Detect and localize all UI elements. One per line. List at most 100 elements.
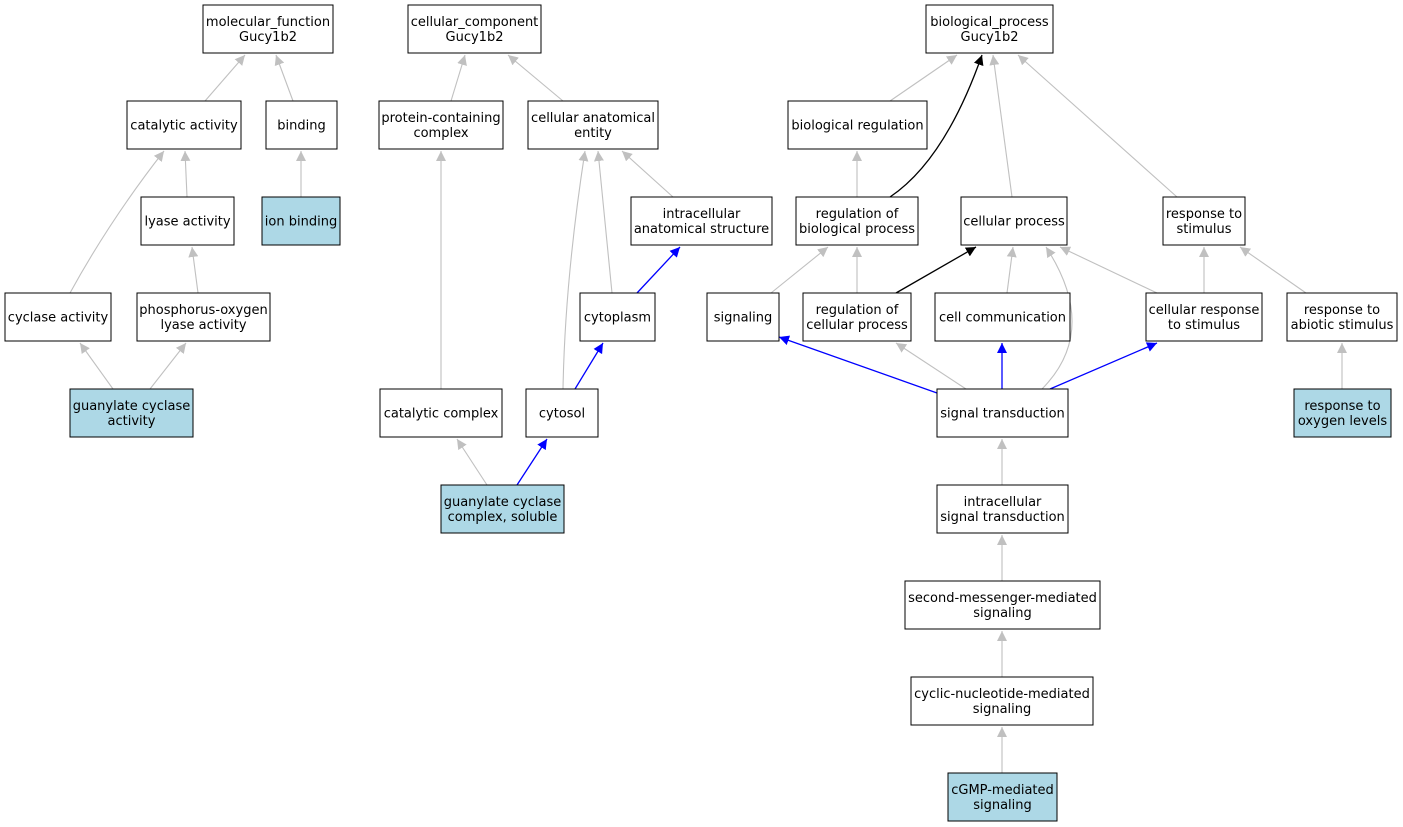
- edge-po-lyase-activity-to-lyase-activity: [188, 246, 199, 294]
- node-box: [407, 4, 542, 54]
- node-label-line: response to: [1304, 399, 1380, 414]
- node-box: [1286, 292, 1398, 342]
- node-label-line: to stimulus: [1168, 318, 1240, 333]
- edge-cytoplasm-to-intracellular-anatomical-structure: [636, 246, 681, 294]
- edge-cyclase-activity-to-catalytic-activity: [69, 150, 165, 294]
- node-cytoplasm[interactable]: cytoplasm: [579, 292, 656, 342]
- node-box: [379, 388, 503, 438]
- node-box: [1293, 388, 1392, 438]
- node-box: [1162, 196, 1246, 246]
- edge-catalytic-activity-to-mf-root: [204, 54, 246, 102]
- edge-cellular-anatomical-entity-to-cc-root: [507, 54, 564, 102]
- edge-cytoplasm-to-cellular-anatomical-entity: [594, 150, 613, 294]
- node-label-line: stimulus: [1176, 222, 1231, 237]
- node-catalytic-complex[interactable]: catalytic complex: [379, 388, 503, 438]
- node-cyclase-activity[interactable]: cyclase activity: [4, 292, 112, 342]
- node-box: [378, 100, 504, 150]
- node-label-line: intracellular: [964, 495, 1042, 510]
- node-label-line: lyase activity: [160, 318, 246, 333]
- node-label-line: protein-containing: [381, 111, 500, 126]
- node-box: [802, 292, 912, 342]
- edge-binding-to-mf-root: [274, 54, 294, 102]
- node-label-line: guanylate cyclase: [73, 399, 191, 414]
- node-box: [936, 484, 1069, 534]
- node-lyase-activity[interactable]: lyase activity: [140, 196, 235, 246]
- node-ion-binding[interactable]: ion binding: [261, 196, 341, 246]
- node-signaling[interactable]: signaling: [706, 292, 780, 342]
- node-box: [261, 196, 341, 246]
- node-label-line: cellular anatomical: [531, 111, 655, 126]
- edge-guanylate-cyclase-activity-to-cyclase-activity: [79, 342, 114, 390]
- node-label-line: Gucy1b2: [446, 30, 504, 45]
- node-catalytic-activity[interactable]: catalytic activity: [126, 100, 242, 150]
- node-biological-regulation[interactable]: biological regulation: [787, 100, 928, 150]
- node-label-line: entity: [574, 126, 612, 141]
- node-label-line: guanylate cyclase: [444, 495, 562, 510]
- node-label-line: cellular response: [1149, 303, 1260, 318]
- node-cell-communication[interactable]: cell communication: [934, 292, 1071, 342]
- node-label-line: signaling: [973, 606, 1032, 621]
- edge-guanylate-cyclase-activity-to-po-lyase-activity: [149, 342, 187, 390]
- node-label-line: phosphorus-oxygen: [139, 303, 267, 318]
- edge-guanylate-cyclase-complex-soluble-to-catalytic-complex: [456, 438, 488, 486]
- node-label-line: intracellular: [663, 207, 741, 222]
- node-box: [527, 100, 659, 150]
- node-box: [630, 196, 773, 246]
- node-label-line: signal transduction: [940, 510, 1065, 525]
- node-box: [706, 292, 780, 342]
- node-label-line: biological process: [799, 222, 915, 237]
- node-box: [265, 100, 338, 150]
- node-box: [925, 4, 1054, 54]
- node-label-line: signaling: [973, 798, 1032, 813]
- edge-cell-communication-to-cellular-process: [1006, 246, 1017, 294]
- node-box: [1145, 292, 1263, 342]
- edge-protein-containing-complex-to-cc-root: [450, 54, 467, 102]
- node-binding[interactable]: binding: [265, 100, 338, 150]
- edge-guanylate-cyclase-complex-soluble-to-cytosol: [516, 438, 548, 486]
- node-signal-transduction[interactable]: signal transduction: [936, 388, 1069, 438]
- node-box: [202, 4, 334, 54]
- node-box: [787, 100, 928, 150]
- node-label-line: cellular process: [806, 318, 908, 333]
- node-label-line: signaling: [714, 311, 773, 326]
- node-label-line: cellular process: [963, 215, 1065, 230]
- node-label-line: regulation of: [816, 207, 899, 222]
- edge-signal-transduction-to-cellular-process: [1041, 246, 1073, 390]
- edge-layer: [69, 54, 1347, 773]
- node-box: [936, 388, 1069, 438]
- node-box: [960, 196, 1068, 246]
- node-label-line: regulation of: [816, 303, 899, 318]
- node-box: [440, 484, 565, 534]
- node-cellular-process[interactable]: cellular process: [960, 196, 1068, 246]
- edge-response-to-abiotic-stimulus-to-response-to-stimulus: [1239, 246, 1307, 294]
- node-cytosol[interactable]: cytosol: [525, 388, 599, 438]
- node-box: [126, 100, 242, 150]
- node-label-line: cytosol: [539, 407, 585, 422]
- edge-signal-transduction-to-signaling: [778, 335, 938, 394]
- node-label-line: second-messenger-mediated: [908, 591, 1097, 606]
- node-label-line: signaling: [973, 702, 1032, 717]
- edge-regulation-of-cellular-process-to-cellular-process: [895, 246, 977, 294]
- edge-lyase-activity-to-catalytic-activity: [180, 150, 191, 198]
